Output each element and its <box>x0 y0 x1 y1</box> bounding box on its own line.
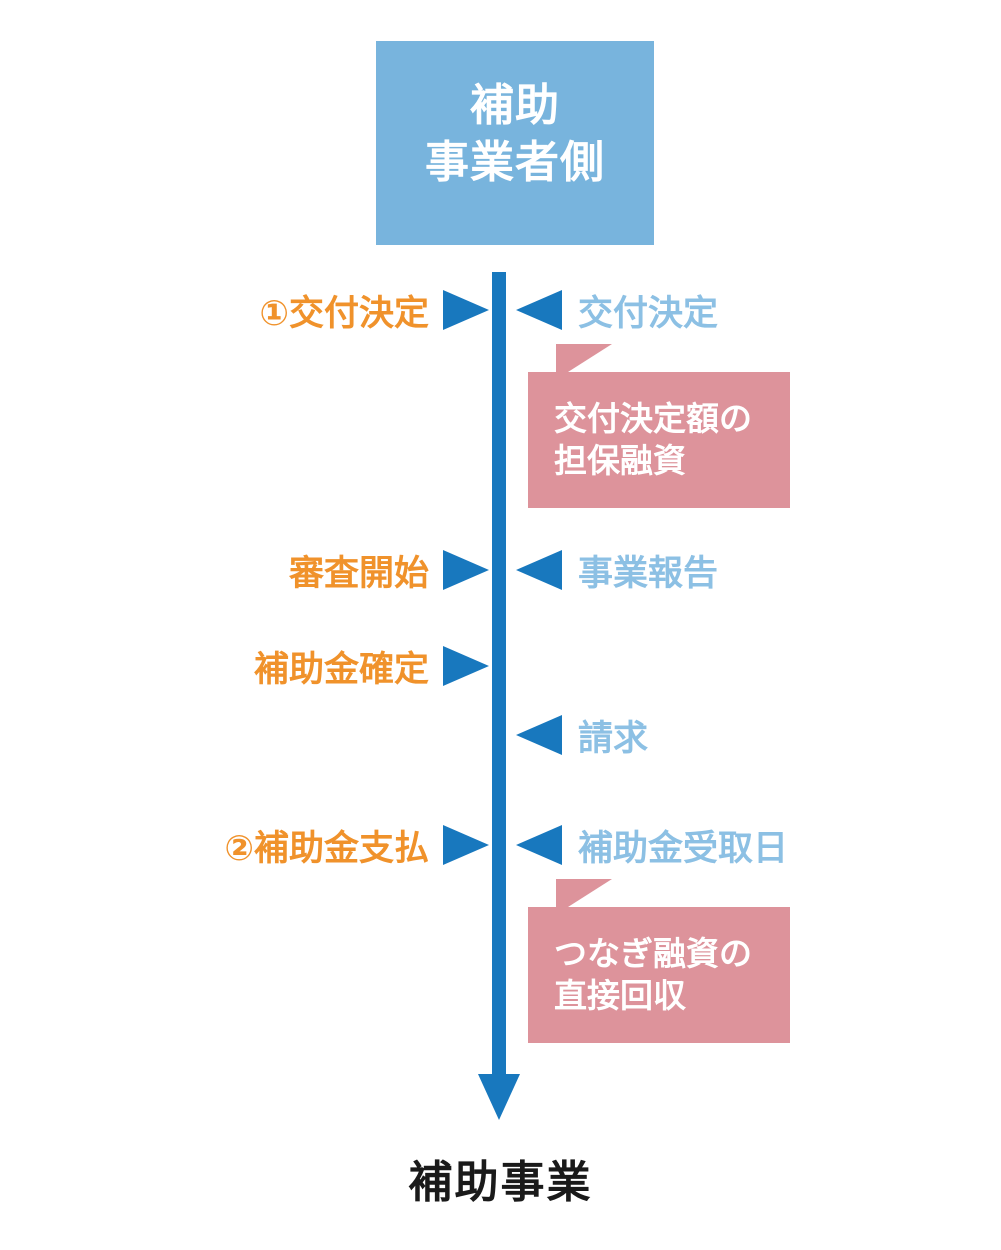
flow-row-5: ②補助金支払 補助金受取日 <box>0 817 1001 873</box>
callout-bridge-loan-recovery-body: つなぎ融資の 直接回収 <box>528 907 790 1044</box>
callout-collateral-loan: 交付決定額の 担保融資 <box>528 344 790 509</box>
flow-row-1-left: ①交付決定 <box>259 285 489 336</box>
callout-bridge-loan-recovery-line-1: つなぎ融資の <box>554 935 752 972</box>
footer-label: 補助事業 <box>408 1158 593 1207</box>
flow-row-5-left: ②補助金支払 <box>224 820 489 871</box>
flow-row-4-right-label: 請求 <box>578 718 649 758</box>
flow-row-2-left: 審査開始 <box>289 545 489 596</box>
callout-bridge-loan-recovery-line-2: 直接回収 <box>554 977 686 1015</box>
flow-row-1: ①交付決定 交付決定 <box>0 282 1001 338</box>
left-triangle-icon <box>516 715 562 755</box>
header-box-line-2: 事業者側 <box>425 138 605 187</box>
down-arrow-icon <box>478 1074 520 1120</box>
flow-row-1-right: 交付決定 <box>516 285 718 336</box>
callout-tail-icon <box>556 344 612 372</box>
flow-row-1-left-label: ①交付決定 <box>259 293 429 333</box>
callout-collateral-loan-line-1: 交付決定額の <box>554 400 752 437</box>
flow-row-3-left: 補助金確定 <box>254 641 489 692</box>
flow-row-4-right: 請求 <box>516 710 648 761</box>
flow-row-2-right: 事業報告 <box>516 545 718 596</box>
callout-collateral-loan-body: 交付決定額の 担保融資 <box>528 372 790 509</box>
right-triangle-icon <box>443 290 489 330</box>
header-box-line-1: 補助 <box>470 80 560 130</box>
flow-row-4: 請求 <box>0 707 1001 763</box>
right-triangle-icon <box>443 825 489 865</box>
flow-row-2-left-label: 審査開始 <box>288 553 429 593</box>
flow-row-2-right-label: 事業報告 <box>578 553 719 593</box>
flow-row-3: 補助金確定 <box>0 638 1001 694</box>
left-triangle-icon <box>516 550 562 590</box>
callout-tail-icon <box>556 879 612 907</box>
flow-row-2: 審査開始 事業報告 <box>0 542 1001 598</box>
flow-row-5-left-label: ②補助金支払 <box>224 828 429 868</box>
right-triangle-icon <box>443 646 489 686</box>
callout-collateral-loan-line-2: 担保融資 <box>554 442 686 480</box>
flow-row-1-right-label: 交付決定 <box>578 293 719 333</box>
flow-row-5-right-label: 補助金受取日 <box>578 828 789 868</box>
left-triangle-icon <box>516 825 562 865</box>
flow-row-3-left-label: 補助金確定 <box>253 649 429 689</box>
flow-row-5-right: 補助金受取日 <box>516 820 788 871</box>
right-triangle-icon <box>443 550 489 590</box>
header-box-subsidy-business-side: 補助 事業者側 <box>376 41 654 245</box>
left-triangle-icon <box>516 290 562 330</box>
timeline-shaft <box>492 272 506 1082</box>
callout-bridge-loan-recovery: つなぎ融資の 直接回収 <box>528 879 790 1044</box>
